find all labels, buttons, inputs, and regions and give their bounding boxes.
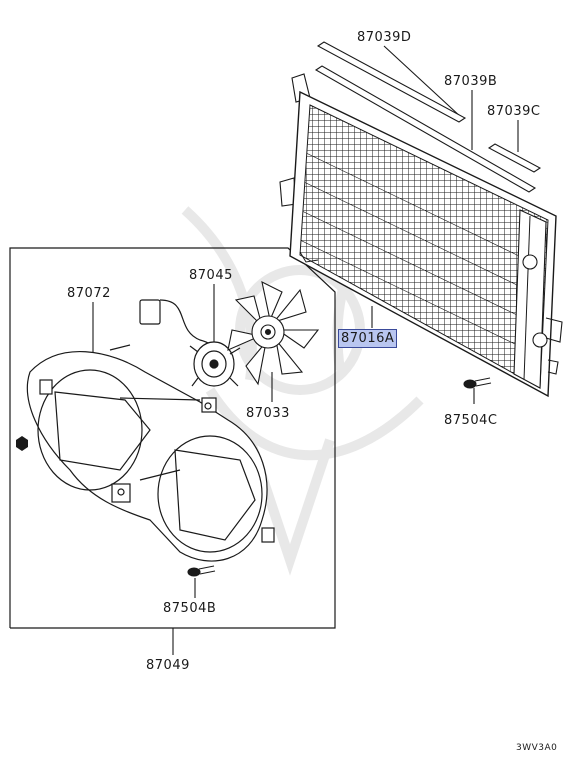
label-87504C[interactable]: 87504C [444, 413, 498, 428]
label-87039D[interactable]: 87039D [357, 30, 412, 45]
diagram-code: 3WV3A0 [516, 743, 558, 753]
bolt-87504B [187, 565, 216, 577]
label-87049[interactable]: 87049 [146, 658, 190, 673]
fan-blade-drawing [227, 280, 320, 386]
fan-motor-drawing [139, 299, 241, 387]
seal-strip-87039B [314, 65, 537, 193]
bolt-87504C [463, 377, 492, 389]
label-87045[interactable]: 87045 [189, 268, 233, 283]
seal-strip-87039C [487, 143, 542, 173]
label-87072[interactable]: 87072 [67, 286, 111, 301]
label-87039C[interactable]: 87039C [487, 104, 541, 119]
label-87016A-highlighted[interactable]: 87016A [338, 329, 398, 348]
fan-shroud-drawing [26, 344, 275, 562]
leader-lines [92, 45, 519, 655]
condenser-drawing [279, 73, 563, 398]
fan-assembly-box [9, 247, 336, 629]
seal-strip-87039D [316, 41, 467, 123]
nut-left [16, 436, 28, 451]
label-87504B[interactable]: 87504B [163, 601, 217, 616]
label-87033[interactable]: 87033 [246, 406, 290, 421]
label-87039B[interactable]: 87039B [444, 74, 498, 89]
